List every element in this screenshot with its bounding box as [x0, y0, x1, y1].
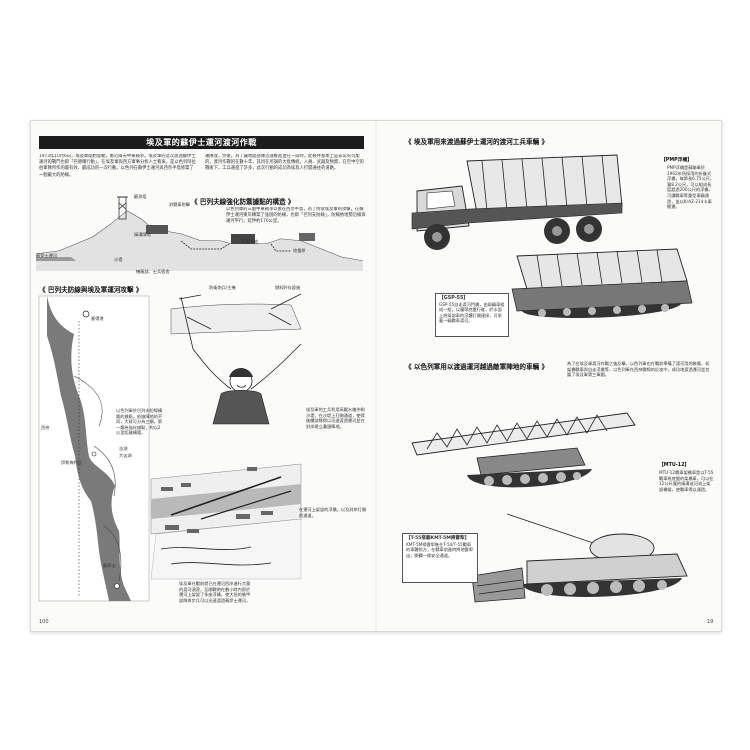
label-minefield: 地雷原: [293, 248, 306, 253]
mtu12-description: MTU-12戰車架橋車是以T-55戰車為底盤的架橋車，可以在12公尺寬的壕溝或河…: [659, 470, 714, 492]
canal-map: [38, 295, 150, 602]
kmt5m-description: KMT-5M掃雷犁裝在T-54/T-55戰車的車體前方，在戰車前進時將地雷犁出，…: [406, 541, 474, 558]
kmt5m-title: 【T-55搭載KMT-5M掃雷犁】: [406, 536, 470, 541]
map-label-suez: 蘇伊士: [103, 563, 116, 568]
book-gutter: [375, 121, 377, 631]
map-label-port-said: 塞得港: [91, 316, 104, 321]
map-label-ismailia: 伊斯梅利亞: [61, 460, 82, 465]
section-bartlev-defense: 《 巴列夫線強化防禦據點的構造 》: [191, 198, 295, 206]
map-caption: 以色列軍於巴列夫防線構築的據點，依據陣地的不同，大致可分為三類，第一類為強化據點…: [116, 408, 163, 436]
pmp-title: 【PMP浮橋】: [661, 158, 692, 163]
left-page-number: 100: [39, 619, 49, 625]
pmp-truck-illustration: [411, 154, 623, 250]
label-bunker: 碉堡陣地: [241, 239, 258, 244]
label-observation: 觀測塔: [134, 194, 147, 199]
pmp-description: PMP浮橋是蘇聯軍於1962年所採用的折疊式浮橋，每節長6.75公尺，寬8.2公…: [667, 165, 715, 210]
mtu12-title: 【MTU-12】: [659, 463, 690, 468]
gsp55-description: GSP-55自走渡河門橋，由兩輛車組成一組，以履帶底盤行駛，於水面上將兩部車的浮…: [439, 301, 505, 324]
gsp55-box: 【GSP-55】 GSP-55自走渡河門橋，由兩輛車組成一組，以履帶底盤行駛，於…: [435, 293, 509, 337]
label-canal-water: 蘇伊士運河: [36, 253, 57, 258]
left-page-banner: 埃及軍的蘇伊士運河渡河作戰: [39, 136, 364, 149]
bartlev-cross-section: [35, 196, 364, 271]
gsp55-title: 【GSP-55】: [439, 296, 469, 301]
bridge-caption: 在運河上架設的浮橋，以及對岸打開的通道。: [299, 507, 367, 518]
egyptian-soldier-illustration: [170, 293, 302, 425]
label-sand-wall: 沙堤: [114, 257, 123, 262]
left-page: 埃及軍的蘇伊士運河渡河作戰 1973年10月6日，埃及軍開始發動，鄰近兩天中東戰…: [31, 121, 375, 631]
section-bartlev-attack: 《 巴列夫防線與埃及軍運河攻擊 》: [39, 286, 143, 294]
mtu12-illustration: [411, 412, 636, 488]
book-spread: 埃及軍的蘇伊士運河渡河作戰 1973年10月6日，埃及軍開始發動，鄰近兩天中東戰…: [30, 120, 722, 632]
canal-crossing-illustration: [150, 463, 302, 580]
map-label-great-bitter: 大苦湖: [119, 453, 132, 458]
israel-intro-text: 為了在埃及軍渡河作戰之後反擊，以色列軍也在戰前準備了渡河用的裝備，如架橋戰車與自…: [567, 361, 710, 378]
label-fuel: 燃料貯存設施: [275, 285, 301, 290]
soldier-caption: 埃及軍的工兵利用高壓水槍沖刷沙堤，在沙堤上打開通道，使得後續部隊得以迅速渡過運河…: [306, 407, 365, 429]
kmt5m-box: 【T-55搭載KMT-5M掃雷犁】 KMT-5M掃雷犁裝在T-54/T-55戰車…: [402, 533, 478, 583]
label-trench: 壕溝陣地: [134, 232, 151, 237]
crossing-caption: 埃及軍在戰前就已在運河西岸進行大量的渡河演習，至開戰時在數小時內即於運河上架設了…: [179, 581, 251, 603]
bartlev-defense-text: 以色列軍的三處中東戰爭以後在西奈半島，為了防禦埃及軍的攻擊，在蘇伊士運河東岸構築…: [226, 207, 366, 225]
label-oil: 防衛炮兵/主掩: [209, 285, 236, 290]
right-page: 《 埃及軍用來渡過蘇伊士運河的渡河工兵車輛 》 【PMP浮橋】 PMP浮橋是蘇聯…: [377, 121, 721, 631]
section-engineering-vehicles: 《 埃及軍用來渡過蘇伊士運河的渡河工兵車輛 》: [405, 138, 549, 146]
label-firing-position: 對戰車射擊: [169, 202, 190, 207]
intro-column-2: 運隊攻，然後，為了讓地面部隊迅速推進並在一段時，此條件基本上是非常有可能的，渡河…: [205, 154, 364, 172]
gsp55-illustration: [511, 248, 693, 318]
map-label-bitter-lake: 苦湖: [119, 446, 128, 451]
right-page-number: 19: [707, 619, 714, 625]
label-shelter: 掩蔽部、士兵宿舍: [136, 269, 170, 274]
section-israel-vehicles: 《 以色列軍用以渡過運河越過敵軍陣地的車輛 》: [405, 363, 549, 371]
t55-kmt5m-illustration: [471, 513, 688, 603]
intro-column-1: 1973年10月6日，埃及軍開始發動，鄰近兩天中東戰爭。埃及軍的這次渡過蘇伊士運…: [39, 154, 196, 178]
map-label-sinai: 西奈: [41, 425, 50, 430]
